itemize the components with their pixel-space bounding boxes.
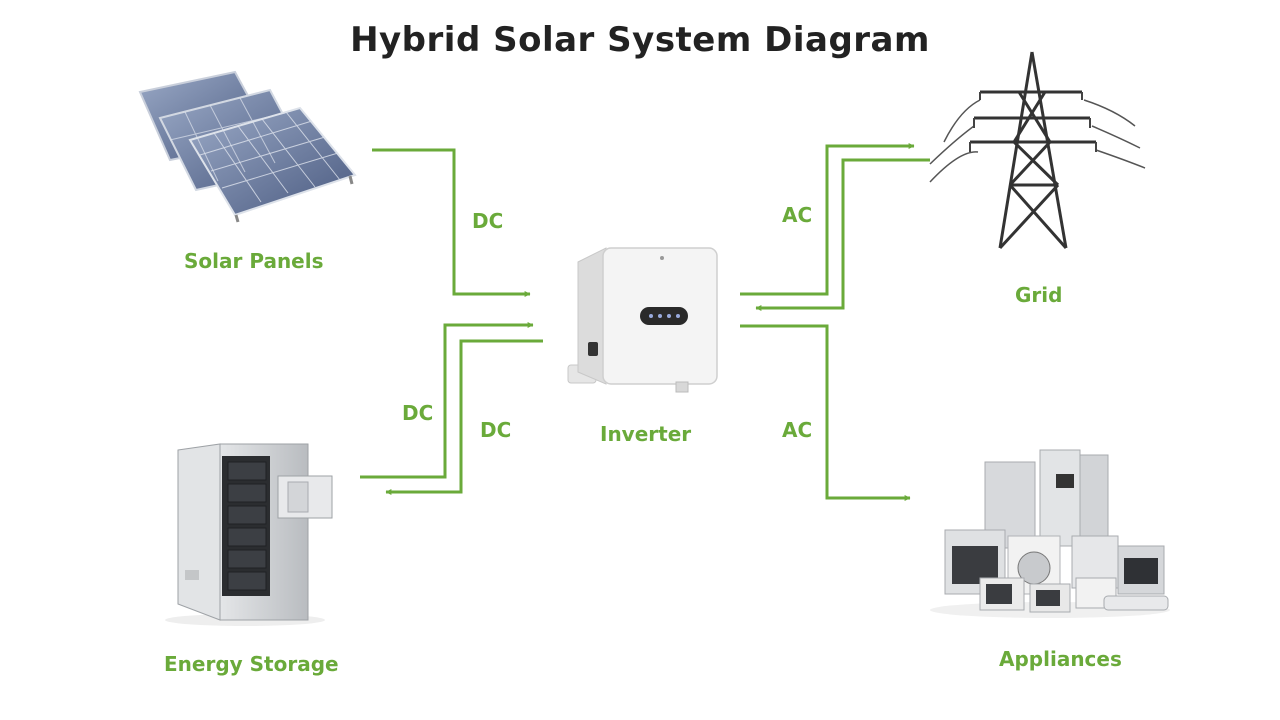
solar-panels-label: Solar Panels (184, 249, 324, 273)
grid-to-inverter-line (755, 158, 930, 311)
inverter-image (567, 247, 718, 393)
inverter-to-storage-line (385, 339, 543, 495)
energy-storage-image (165, 443, 333, 626)
page-title: Hybrid Solar System Diagram (350, 20, 930, 60)
storage-to-inverter-line (360, 322, 534, 479)
solar-panels-image (138, 70, 357, 223)
grid-label: Grid (1015, 283, 1063, 307)
connection-label-inverter-storage-dc: DC (480, 418, 512, 442)
appliances-image (930, 449, 1170, 618)
connection-label-solar-dc: DC (472, 209, 504, 233)
connection-label-appliances-ac: AC (782, 418, 813, 442)
appliances-label: Appliances (999, 647, 1122, 671)
inverter-label: Inverter (600, 422, 692, 446)
energy-storage-label: Energy Storage (164, 652, 339, 676)
connection-label-grid-ac: AC (782, 203, 813, 227)
inverter-to-appliances-line (740, 324, 911, 501)
inverter-to-grid-line (740, 143, 915, 296)
solar-to-inverter-line (372, 148, 531, 297)
connection-label-storage-dc: DC (402, 401, 434, 425)
grid-tower-image (929, 51, 1146, 250)
